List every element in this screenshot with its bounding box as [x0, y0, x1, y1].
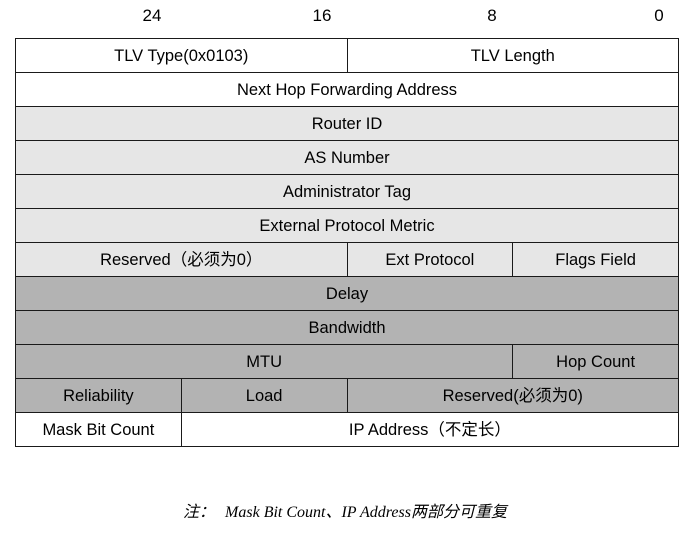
packet-field-cell: Hop Count [512, 344, 679, 379]
packet-field-cell: Delay [15, 276, 679, 311]
packet-field-cell: External Protocol Metric [15, 208, 679, 243]
packet-field-row: Bandwidth [15, 310, 679, 345]
packet-field-cell: Administrator Tag [15, 174, 679, 209]
packet-field-cell: Mask Bit Count [15, 412, 182, 447]
packet-field-cell: Reliability [15, 378, 182, 413]
packet-field-cell: Bandwidth [15, 310, 679, 345]
packet-field-cell: TLV Type(0x0103) [15, 38, 348, 73]
packet-field-cell: Ext Protocol [346, 242, 514, 277]
packet-field-cell: Next Hop Forwarding Address [15, 72, 679, 107]
packet-field-cell: Reserved（必须为0） [15, 242, 348, 277]
packet-field-row: Router ID [15, 106, 679, 141]
bit-offset-tick: 8 [487, 6, 497, 25]
bit-offset-tick: 0 [654, 6, 664, 25]
packet-field-row: Administrator Tag [15, 174, 679, 209]
packet-field-row: AS Number [15, 140, 679, 175]
packet-field-cell: Flags Field [512, 242, 679, 277]
packet-field-cell: TLV Length [346, 38, 679, 73]
packet-field-row: External Protocol Metric [15, 208, 679, 243]
packet-field-cell: IP Address（不定长） [180, 412, 680, 447]
packet-field-cell: Router ID [15, 106, 679, 141]
footnote-label: 注： [183, 504, 216, 521]
packet-field-cell: MTU [14, 344, 514, 379]
packet-field-row: Delay [15, 276, 679, 311]
packet-field-cell: Reserved(必须为0) [346, 378, 679, 413]
packet-field-cell: AS Number [15, 140, 679, 175]
bit-offset-ruler: 24 16 8 0 [15, 4, 679, 34]
packet-field-row: Next Hop Forwarding Address [15, 72, 679, 107]
diagram-footnote: 注： Mask Bit Count、IP Address两部分可重复 [0, 498, 690, 522]
packet-field-cell: Load [180, 378, 348, 413]
bit-offset-tick: 16 [312, 6, 332, 25]
footnote-text: Mask Bit Count、IP Address两部分可重复 [225, 504, 507, 521]
bit-offset-tick: 24 [142, 6, 162, 25]
packet-field-row: TLV Type(0x0103)TLV Length [15, 38, 679, 73]
